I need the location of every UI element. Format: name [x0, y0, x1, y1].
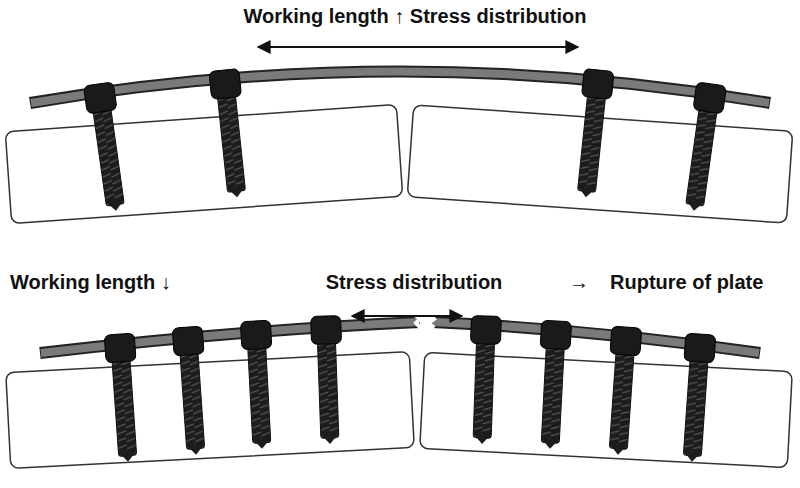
double-arrow	[258, 46, 578, 48]
annotation-label: Rupture of plate	[610, 270, 763, 294]
bone-screw	[603, 326, 642, 456]
bone-screw	[311, 315, 345, 444]
bone-screw	[571, 68, 614, 198]
bone-fragment	[5, 104, 402, 223]
arrow-symbol: →	[569, 270, 589, 294]
bone-fragment	[6, 351, 414, 468]
bone-screw	[240, 320, 277, 449]
bone-plate	[41, 322, 419, 353]
bone-plate	[40, 322, 420, 353]
double-arrow	[352, 315, 462, 317]
bone-screw	[104, 333, 143, 463]
bone-plate	[30, 72, 770, 104]
bone-screw	[209, 68, 252, 198]
annotation-label: Stress distribution	[326, 270, 503, 294]
bone-screw	[679, 82, 727, 213]
bone-screw	[467, 315, 501, 444]
bone-screw	[172, 326, 211, 456]
bone-plate	[31, 72, 769, 104]
bone-screw	[677, 333, 716, 463]
annotation-label: Working length ↑ Stress distribution	[244, 4, 587, 28]
bone-screw	[535, 320, 572, 449]
annotation-label: Working length ↓	[10, 270, 171, 294]
bone-screw	[83, 82, 131, 213]
